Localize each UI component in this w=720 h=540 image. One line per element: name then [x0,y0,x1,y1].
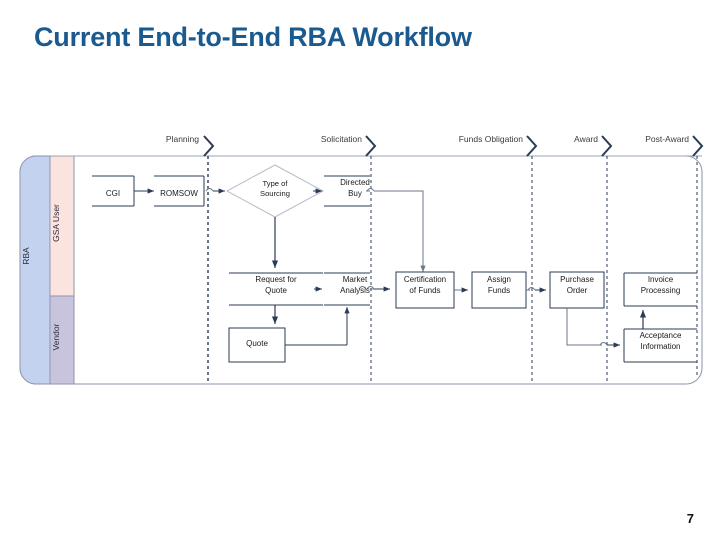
node-label-assign-funds-line2: Funds [487,286,511,295]
node-purchase-order[interactable] [549,271,605,309]
node-label-certification-of-funds-line1: Certification [403,275,447,284]
node-label-cgi: CGI [105,189,121,198]
node-label-request-for-quote-line1: Request for [255,275,297,284]
phase-label-post-award: Post-Award [645,134,689,144]
edge-jump-purchase-order [599,342,608,346]
node-label-romsow: ROMSOW [160,189,198,198]
node-label-market-analysis-line2: Analysis [340,286,370,295]
workflow-svg [19,135,704,385]
phase-label-solicitation: Solicitation [320,134,362,144]
node-label-assign-funds-line1: Assign [486,275,511,284]
phase-label-planning: Planning [165,134,199,144]
node-label-acceptance-information-line1: Acceptance [639,331,682,340]
node-market-analysis[interactable] [324,272,370,306]
node-label-acceptance-information-line2: Information [640,342,681,351]
node-certification-of-funds[interactable] [395,271,455,309]
node-label-directed-buy-line1: Directed [340,178,370,187]
edge-jump-market-analysis-b [366,286,375,290]
node-request-for-quote[interactable] [229,272,323,306]
node-label-invoice-processing-line2: Processing [640,286,681,295]
chevron-award-icon [601,135,613,157]
node-acceptance-information[interactable] [623,328,697,363]
lane-band-rba [19,155,51,385]
node-label-invoice-processing-line1: Invoice [647,275,674,284]
page-title: Current End-to-End RBA Workflow [34,22,472,52]
chevron-funds-obligation-icon [526,135,538,157]
lane-band-gsa-user [49,155,75,297]
node-label-type-of-sourcing-line1: Type of [262,179,288,188]
node-label-purchase-order-line2: Order [566,286,588,295]
node-label-quote: Quote [246,339,268,348]
edge-jump-romsow [205,188,214,192]
lane-title-rba: RBA [21,247,31,265]
phase-label-award: Award [574,134,598,144]
page-number: 7 [686,511,694,526]
node-romsow[interactable] [154,175,205,207]
edge-jump-assign-funds [527,287,536,291]
node-invoice-processing[interactable] [623,272,697,307]
edge-directed-buy-certification [374,190,426,272]
lane-title-vendor: Vendor [51,323,61,351]
node-label-purchase-order-line1: Purchase [560,275,594,284]
node-label-type-of-sourcing-line2: Sourcing [260,189,290,198]
node-label-market-analysis-line1: Market [342,275,368,284]
edge-jump-directed-buy [366,188,375,192]
chevron-post-award-icon [692,135,704,157]
node-label-certification-of-funds-line2: of Funds [409,286,441,295]
node-label-directed-buy-line2: Buy [348,189,362,198]
chevron-solicitation-icon [365,135,377,157]
lane-title-gsa-user: GSA User [51,204,61,242]
phase-label-funds-obligation: Funds Obligation [458,134,523,144]
edge-purchase-order-acceptance [566,308,602,346]
node-label-request-for-quote-line2: Quote [265,286,287,295]
node-assign-funds[interactable] [471,271,527,309]
chevron-planning-icon [203,135,215,157]
node-directed-buy[interactable] [324,175,370,207]
edge-jump-market-analysis-a [358,286,367,290]
rba-workflow-diagram [14,128,706,390]
